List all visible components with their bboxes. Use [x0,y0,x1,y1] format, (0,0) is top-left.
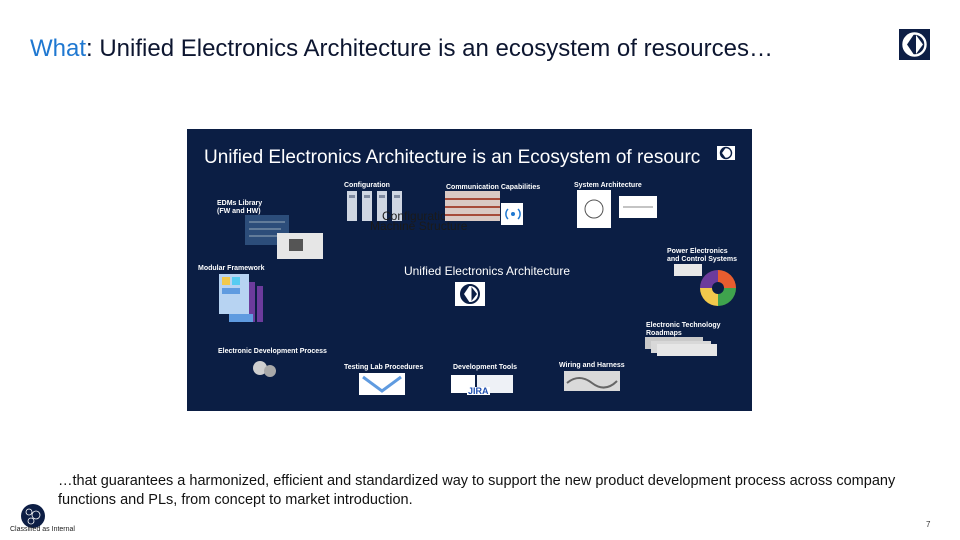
configuration-thumbnail [347,191,402,221]
label-communication-capabilities: Communication Capabilities [446,184,541,191]
label-electronic-development-process: Electronic Development Process [218,348,327,355]
wireless-icon [505,208,521,220]
slide-title: What: Unified Electronics Architecture i… [30,34,790,63]
technology-roadmaps-thumbnail [645,337,717,356]
power-electronics-thumbnail [674,264,736,306]
footer-globe-icon [21,504,45,528]
jira-logo: JIRA [467,386,490,396]
testing-lab-thumbnail [359,373,405,395]
label-development-tools: Development Tools [453,364,518,371]
system-architecture-thumbnail [577,190,657,228]
title-keyword: What [30,35,87,62]
panel-brand-logo-icon [717,146,735,160]
slide-body-text: …that guarantees a harmonized, efficient… [58,473,896,508]
ecosystem-panel: Unified Electronics Architecture is an E… [187,129,752,411]
title-rest: : Unified Electronics Architecture is an… [86,35,773,62]
edms-library-thumbnail [245,215,323,259]
label-system-architecture: System Architecture [574,182,642,189]
label-configuration: Configuration [344,182,390,189]
label-edms-library: EDMs Library(FW and HW) [217,200,263,215]
wiring-harness-thumbnail [564,371,620,391]
brand-logo-icon [899,29,930,60]
classification-label: Classified as Internal [10,526,75,533]
label-modular-framework: Modular Framework [198,265,265,272]
page-number: 7 [926,520,931,529]
development-process-thumbnail [253,361,276,377]
label-wiring-harness: Wiring and Harness [559,362,625,369]
modular-framework-thumbnail [219,274,263,322]
panel-title: Unified Electronics Architecture is an E… [204,147,701,168]
center-label: Unified Electronics Architecture [403,264,571,278]
center-brand-logo-icon [455,282,485,306]
label-testing-lab-procedures: Testing Lab Procedures [344,364,424,371]
